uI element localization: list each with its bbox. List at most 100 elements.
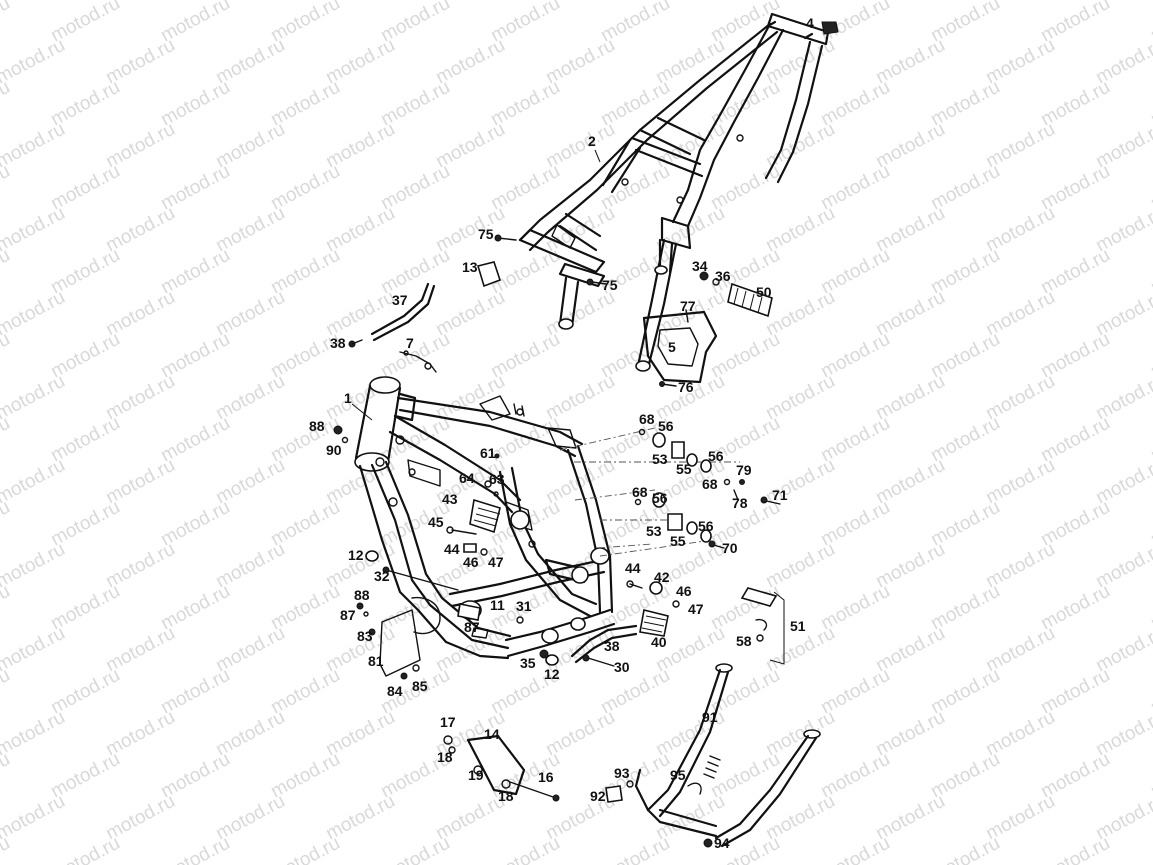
main-frame <box>354 376 616 660</box>
callout-label: 88 <box>309 418 325 434</box>
callout-label: 11 <box>490 597 505 613</box>
callout-label: 7 <box>406 335 414 351</box>
watermark-text: motod.ru <box>927 833 1003 865</box>
watermark-text: motod.ru <box>597 833 673 865</box>
callout-label: 56 <box>658 418 674 434</box>
watermark-text: motod.ru <box>157 833 233 865</box>
callout-label: 76 <box>678 379 694 395</box>
small-parts <box>333 21 839 848</box>
watermark-text: motod.ru <box>0 623 69 677</box>
watermark-text: motod.ru <box>1037 833 1113 865</box>
callout-label: 84 <box>387 683 403 699</box>
watermark-text: motod.ru <box>377 833 453 865</box>
callout-label: 36 <box>715 268 731 284</box>
callout-label: 47 <box>688 601 704 617</box>
callout-label: 91 <box>702 709 718 725</box>
callout-label: 44 <box>625 560 641 576</box>
watermark-text: motod.ru <box>0 77 14 131</box>
callout-label: 93 <box>614 765 630 781</box>
callout-label: 18 <box>437 749 453 765</box>
callout-label: 50 <box>756 284 772 300</box>
callout-label: 68 <box>639 411 655 427</box>
callout-label: 53 <box>652 451 668 467</box>
watermark-text: motod.ru <box>0 707 69 761</box>
callout-labels: 4 2 75 75 13 37 38 7 34 36 50 77 5 76 1 … <box>309 15 814 851</box>
watermark-text: motod.ru <box>0 119 69 173</box>
callout-label: 87 <box>464 619 480 635</box>
callout-label: 32 <box>374 568 390 584</box>
callout-label: 45 <box>428 514 444 530</box>
callout-label: 75 <box>478 226 494 242</box>
callout-label: 88 <box>354 587 370 603</box>
callout-label: 68 <box>702 476 718 492</box>
callout-label: 94 <box>714 835 730 851</box>
watermark-text: motod.ru <box>487 833 563 865</box>
callout-label: 13 <box>462 259 478 275</box>
watermark-text: motod.ru <box>267 833 343 865</box>
watermark-text: motod.ru <box>0 203 69 257</box>
callout-label: 56 <box>698 518 714 534</box>
callout-label: 38 <box>604 638 620 654</box>
callout-label: 30 <box>614 659 630 675</box>
callout-label: 38 <box>330 335 346 351</box>
callout-label: 83 <box>357 628 373 644</box>
callout-label: 56 <box>708 448 724 464</box>
callout-label: 12 <box>348 547 364 563</box>
callout-label: 51 <box>790 618 806 634</box>
callout-label: 1 <box>344 390 352 406</box>
callout-label: 55 <box>670 533 686 549</box>
callout-label: 90 <box>326 442 342 458</box>
watermark-text: motod.ru <box>0 245 14 299</box>
watermark-text: motod.ru <box>1147 833 1153 865</box>
callout-label: 87 <box>340 607 356 623</box>
callout-label: 63 <box>489 471 505 487</box>
callout-label: 46 <box>676 583 692 599</box>
watermark-text: motod.ru <box>0 329 14 383</box>
callout-label: 55 <box>676 461 692 477</box>
watermark-text: motod.ru <box>0 161 14 215</box>
watermark-text: motod.ru <box>0 539 69 593</box>
watermark-text: motod.ru <box>0 791 69 845</box>
callout-label: 12 <box>544 666 560 682</box>
watermark-text: motod.ru <box>0 413 14 467</box>
watermark-text: motod.ru <box>0 455 69 509</box>
watermark-text: motod.ru <box>0 749 14 803</box>
callout-label: 14 <box>484 726 500 742</box>
callout-label: 68 <box>632 484 648 500</box>
callout-label: 79 <box>736 462 752 478</box>
watermark-text: motod.ru <box>817 833 893 865</box>
callout-label: 40 <box>651 634 667 650</box>
callout-label: 75 <box>602 277 618 293</box>
callout-label: 56 <box>652 490 668 506</box>
callout-label: 81 <box>368 653 384 669</box>
callout-label: 16 <box>538 769 554 785</box>
watermark-text: motod.ru <box>0 581 14 635</box>
callout-label: 34 <box>692 258 708 274</box>
watermark-text: motod.ru <box>0 0 69 4</box>
callout-label: 95 <box>670 767 686 783</box>
callout-label: 53 <box>646 523 662 539</box>
watermark-text: motod.ru <box>47 833 123 865</box>
callout-label: 77 <box>680 298 696 314</box>
callout-label: 78 <box>732 495 748 511</box>
watermark-text: motod.ru <box>0 665 14 719</box>
callout-label: 64 <box>459 470 475 486</box>
watermark-text: motod.ru <box>0 287 69 341</box>
callout-label: 2 <box>588 133 596 149</box>
watermark-text: motod.ru <box>0 371 69 425</box>
callout-label: 58 <box>736 633 752 649</box>
callout-label: 17 <box>440 714 456 730</box>
callout-label: 37 <box>392 292 408 308</box>
callout-label: 31 <box>516 598 532 614</box>
callout-label: 4 <box>806 15 814 31</box>
callout-label: 5 <box>668 339 676 355</box>
callout-label: 92 <box>590 788 606 804</box>
callout-label: 47 <box>488 554 504 570</box>
callout-label: 42 <box>654 569 670 585</box>
callout-label: 44 <box>444 541 460 557</box>
watermark-text: motod.ru <box>0 0 14 46</box>
callout-label: 85 <box>412 678 428 694</box>
callout-label: 71 <box>772 487 788 503</box>
